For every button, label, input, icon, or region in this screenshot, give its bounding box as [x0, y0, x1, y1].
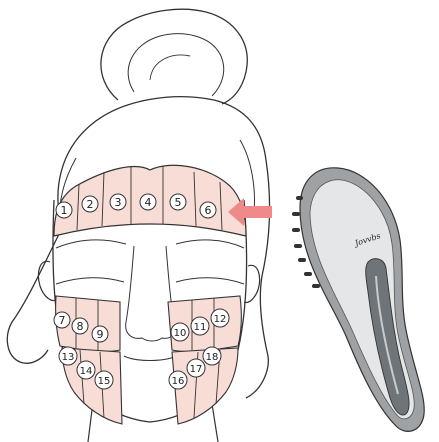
eye-area-right — [176, 278, 244, 284]
zone-label: 9 — [97, 328, 104, 341]
zone-label: 15 — [98, 376, 111, 387]
zone-label: 2 — [87, 198, 94, 211]
zone-marker-12: 12 — [211, 309, 229, 327]
hair-left-side — [7, 228, 62, 363]
hair-bun-strand — [150, 55, 190, 80]
mouth — [124, 356, 176, 361]
zone-marker-17: 17 — [187, 359, 205, 377]
zone-label: 6 — [205, 204, 212, 217]
zone-marker-18: 18 — [203, 347, 221, 365]
zone-label: 16 — [172, 376, 185, 387]
zone-label: 10 — [174, 328, 187, 339]
zone-label: 12 — [214, 314, 227, 325]
massage-device-icon: Jovvbs — [292, 168, 424, 432]
zone-marker-6: 6 — [200, 202, 216, 218]
zone-marker-4: 4 — [140, 194, 156, 210]
hair-bun — [101, 9, 247, 104]
zone-label: 17 — [190, 364, 203, 375]
zone-marker-9: 9 — [92, 326, 108, 342]
zone-label: 7 — [59, 314, 66, 327]
zone-label: 11 — [194, 322, 207, 333]
zone-label: 13 — [62, 352, 75, 363]
zone-marker-8: 8 — [72, 318, 88, 334]
zone-marker-10: 10 — [171, 323, 189, 341]
zone-marker-15: 15 — [95, 371, 113, 389]
zone-marker-11: 11 — [191, 317, 209, 335]
zone-label: 5 — [175, 196, 182, 209]
hair-bun-inner — [128, 34, 224, 96]
brow-left — [56, 240, 126, 248]
zone-marker-1: 1 — [56, 202, 72, 218]
zone-marker-7: 7 — [54, 312, 70, 328]
brow-right — [176, 240, 244, 248]
zone-label: 14 — [80, 366, 93, 377]
zone-marker-5: 5 — [170, 194, 186, 210]
zone-label: 8 — [77, 320, 84, 333]
zone-label: 1 — [61, 204, 68, 217]
neck-left — [88, 410, 92, 442]
zone-marker-2: 2 — [82, 196, 98, 212]
eye-area-left — [56, 278, 124, 284]
nose — [126, 246, 176, 341]
zone-marker-13: 13 — [59, 347, 77, 365]
zone-marker-3: 3 — [110, 194, 126, 210]
neck-right — [212, 404, 218, 442]
zone-label: 18 — [206, 352, 219, 363]
zone-label: 4 — [145, 196, 152, 209]
zone-marker-14: 14 — [77, 361, 95, 379]
zone-label: 3 — [115, 196, 122, 209]
zone-marker-16: 16 — [169, 371, 187, 389]
